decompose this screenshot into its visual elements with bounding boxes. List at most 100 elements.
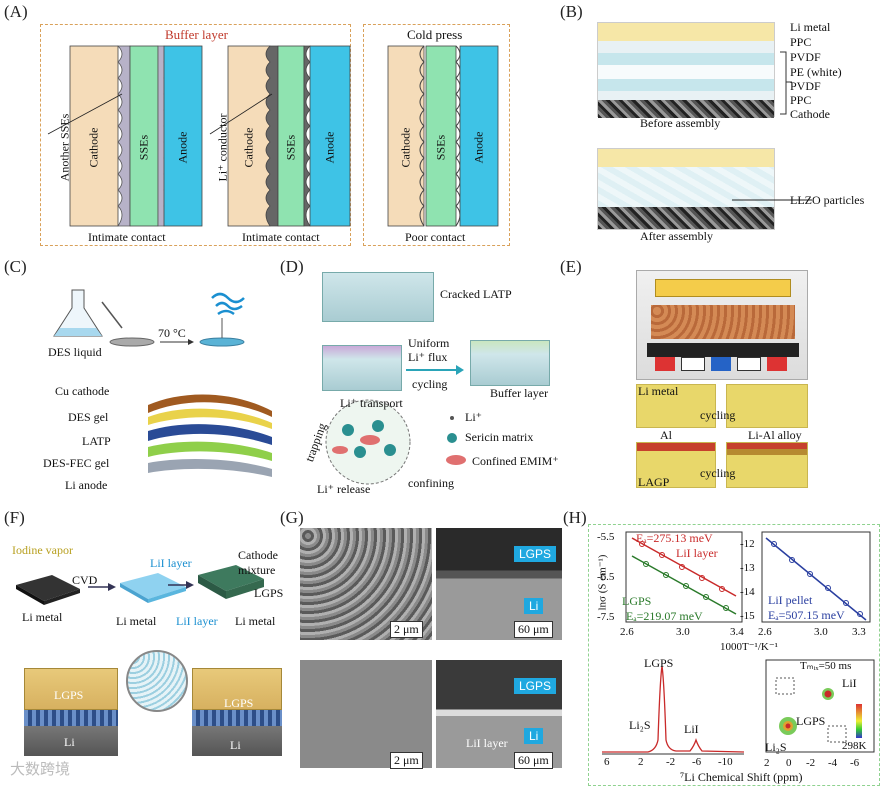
h-map-xtick-4: -4 xyxy=(828,757,838,769)
c-process-diagram xyxy=(53,289,245,347)
panel-a-label: (A) xyxy=(4,2,28,21)
cathode-label-1: Cathode xyxy=(86,127,101,168)
h-arrhenius-right xyxy=(761,531,871,623)
h-map-lgps: LGPS xyxy=(796,714,826,728)
h-right-ytick-3: -14 xyxy=(740,586,755,598)
b-llzo-label: LLZO particles xyxy=(790,193,865,207)
e-al-label: Al xyxy=(660,428,672,442)
h-map-lil: LiI xyxy=(842,676,857,690)
b-after-stack xyxy=(597,148,775,230)
panel-f-label: (F) xyxy=(4,508,25,527)
h-ea-1: Eₐ=275.13 meV xyxy=(636,531,713,545)
h-tmix: Tₘᵢₓ=50 ms xyxy=(800,660,852,672)
e-lagp-right xyxy=(726,442,808,488)
d-mechanism-circle xyxy=(325,399,411,485)
h-left-ytick-3: -7.5 xyxy=(597,611,615,623)
panel-d-label: (D) xyxy=(280,257,304,276)
b-layer-pe: PE (white) xyxy=(790,65,842,79)
f-cathode-mixture: Cathode mixture xyxy=(238,548,278,577)
poor-contact: Poor contact xyxy=(405,230,466,244)
d-uniform: Uniform xyxy=(408,336,450,350)
h-nmr-xtick-2: 2 xyxy=(638,756,644,768)
b-layer-li-metal: Li metal xyxy=(790,20,831,34)
h-left-xtick-3: 3.4 xyxy=(730,626,744,638)
panel-b-label: (B) xyxy=(560,2,583,21)
c-layer-des-gel: DES gel xyxy=(68,410,109,424)
f-lgps: LGPS xyxy=(254,586,284,600)
h-2d-map xyxy=(765,659,875,753)
d-cycling-arrow xyxy=(406,365,464,375)
b-llzo-arrow xyxy=(732,199,812,201)
f-li-metal-1: Li metal xyxy=(22,610,63,624)
h-ea-2: Eₐ=219.07 meV xyxy=(626,609,703,623)
d-legend-li: Li⁺ xyxy=(465,410,482,424)
c-layer-latp: LATP xyxy=(82,434,111,448)
d-transport: Li⁺ transport xyxy=(340,396,403,410)
b-layer-ppc-2: PPC xyxy=(790,93,812,107)
b-layer-pvdf-1: PVDF xyxy=(790,50,821,64)
g-scale-top-left: 2 μm xyxy=(390,621,423,638)
h-right-xtick-2: 3.0 xyxy=(814,626,828,638)
h-left-xtick-2: 3.0 xyxy=(676,626,690,638)
li-conductor-label: Li⁺ conductor xyxy=(215,113,230,182)
h-right-xtick-1: 2.6 xyxy=(758,626,772,638)
anode-label-1: Anode xyxy=(175,131,190,164)
e-device-render xyxy=(636,270,808,380)
d-buffer-layer: Buffer layer xyxy=(490,386,549,400)
anode-label-3: Anode xyxy=(471,131,486,164)
panel-h-frame xyxy=(588,524,880,786)
d-cycling: cycling xyxy=(412,377,448,391)
c-layer-li-anode: Li anode xyxy=(65,478,108,492)
f-block-left-lgps-label: LGPS xyxy=(54,688,84,702)
d-legend-emim: Confined EMIM⁺ xyxy=(472,454,559,468)
f-block-right-li xyxy=(192,726,282,756)
e-lagp-label: LAGP xyxy=(638,475,670,489)
h-map-li2s: Li₂S xyxy=(765,740,787,754)
c-layer-cu-cathode: Cu cathode xyxy=(55,384,110,398)
c-des-liquid: DES liquid xyxy=(48,345,102,359)
panel-e-label: (E) xyxy=(560,257,582,276)
h-nmr-xlabel: ⁷Li Chemical Shift (ppm) xyxy=(680,770,803,784)
f-lil-layer-1: LiI layer xyxy=(150,556,192,570)
g-lil-layer: LiI layer xyxy=(466,736,508,750)
c-layer-des-fec: DES-FEC gel xyxy=(43,456,110,470)
f-block-left-mid xyxy=(24,710,118,726)
sses-label-1: SSEs xyxy=(136,134,151,161)
sses-label-3: SSEs xyxy=(433,134,448,161)
h-lil-pellet: LiI pellet xyxy=(768,593,813,607)
h-nmr-xtick-4: -6 xyxy=(692,756,702,768)
d-legend-markers xyxy=(446,416,466,465)
h-lgps: LGPS xyxy=(622,594,652,608)
d-li-flux: Li⁺ flux xyxy=(408,350,448,364)
h-map-xtick-2: 0 xyxy=(786,757,792,769)
e-li-metal-left xyxy=(636,384,716,428)
c-temperature: 70 °C xyxy=(158,326,186,340)
g-scale-top-right: 60 μm xyxy=(514,621,553,638)
f-li-metal-2: Li metal xyxy=(116,614,157,628)
h-right-xtick-3: 3.3 xyxy=(852,626,866,638)
f-block-left-li-label: Li xyxy=(64,735,75,749)
panel-g-label: (G) xyxy=(280,508,304,527)
h-map-xtick-5: -6 xyxy=(850,757,860,769)
panel-a-frame-left xyxy=(40,24,351,246)
h-nmr-li2s: Li₂S xyxy=(629,718,651,732)
h-right-ytick-4: -15 xyxy=(740,610,755,622)
f-block-left-li xyxy=(24,726,118,756)
h-right-ytick-2: -13 xyxy=(740,562,755,574)
f-block-right-mid xyxy=(192,710,282,726)
h-left-xtick-1: 2.6 xyxy=(620,626,634,638)
h-nmr-lgps: LGPS xyxy=(644,656,674,670)
g-scale-bot-right: 60 μm xyxy=(514,752,553,769)
f-block-right-lgps-label: LGPS xyxy=(224,696,254,710)
e-cycling-2: cycling xyxy=(700,466,736,480)
h-nmr-xtick-5: -10 xyxy=(718,756,733,768)
d-left-block xyxy=(322,345,402,391)
h-ea-3: Eₐ=507.15 meV xyxy=(768,608,845,622)
buffer-layer-title: Buffer layer xyxy=(165,27,228,42)
d-legend-sericin: Sericin matrix xyxy=(465,430,534,444)
h-left-ytick-2: -6.5 xyxy=(597,571,615,583)
b-before-caption: Before assembly xyxy=(640,116,721,130)
f-block-left-lgps xyxy=(24,668,118,710)
c-layer-stack xyxy=(148,394,272,477)
b-layer-brace xyxy=(780,51,792,115)
